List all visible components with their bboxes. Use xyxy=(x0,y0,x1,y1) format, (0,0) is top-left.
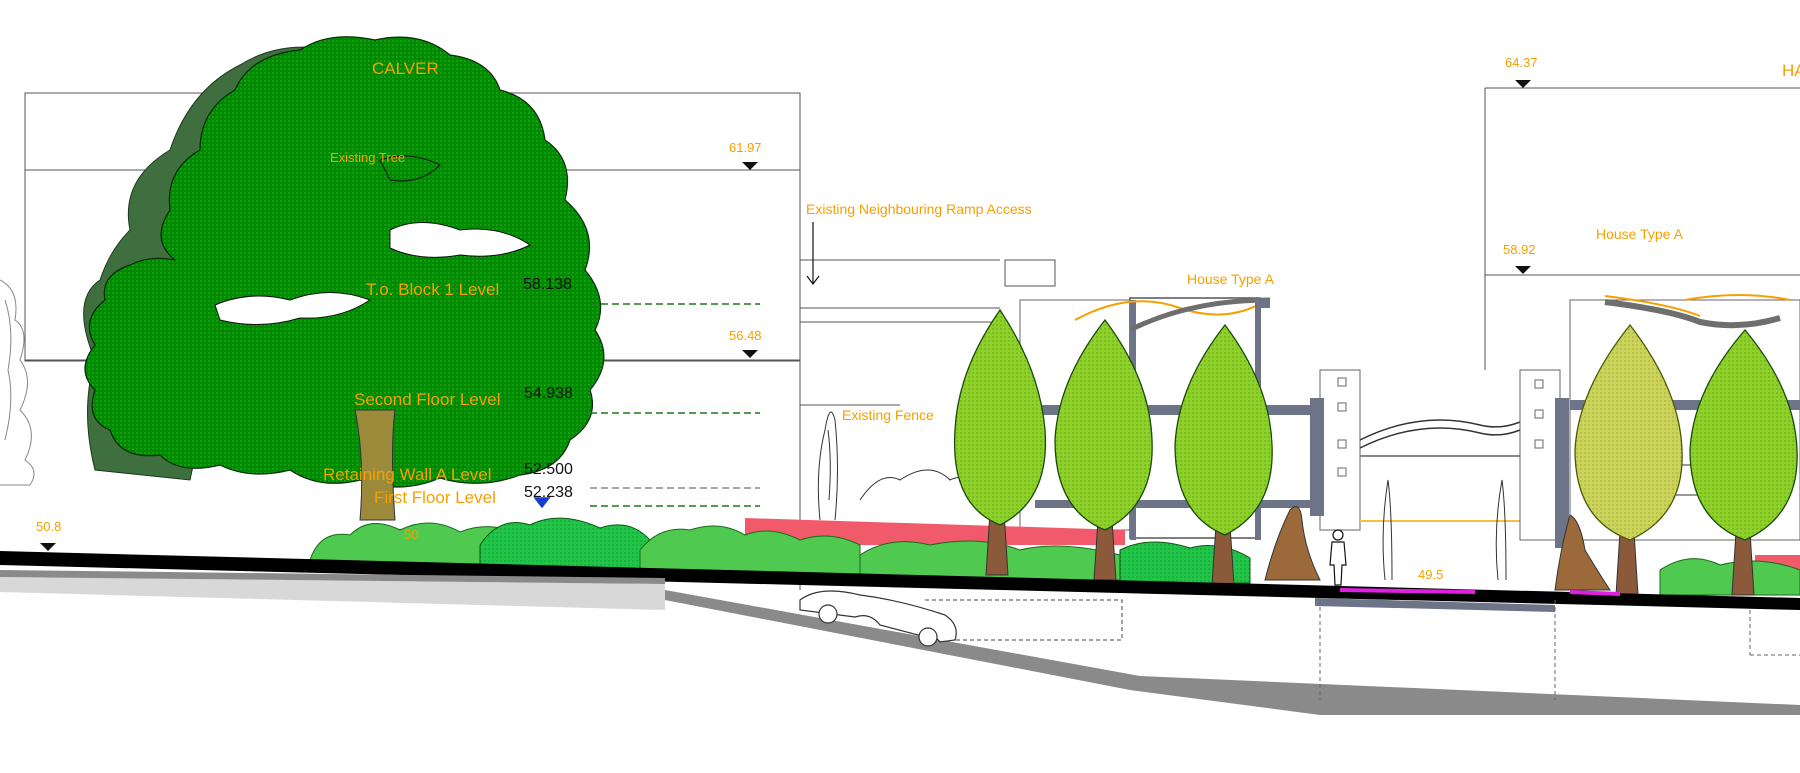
ha-label: HA xyxy=(1782,61,1800,80)
second-floor-value: 54.938 xyxy=(524,385,573,402)
brown-sculptures xyxy=(1264,506,1611,591)
poplar-trees xyxy=(953,308,1798,596)
ground-level-mid: 49.5 xyxy=(1418,567,1444,582)
level-lines xyxy=(533,303,760,509)
person-figure xyxy=(1329,529,1347,586)
block-level-value: 58.138 xyxy=(523,276,572,293)
tree-canopy xyxy=(84,36,605,488)
first-floor-label: First Floor Level xyxy=(374,488,496,507)
poplar-5 xyxy=(1689,328,1798,596)
tree-gap-2 xyxy=(214,292,372,325)
poplar-3 xyxy=(1174,323,1273,586)
car-on-ramp xyxy=(799,590,957,647)
house-type-a-label-2: House Type A xyxy=(1596,226,1683,242)
poplar-1 xyxy=(953,308,1047,576)
existing-tree xyxy=(83,36,605,521)
tree-gap-3 xyxy=(379,155,441,182)
level-56-48: 56.48 xyxy=(729,328,762,343)
ramp-access-arrow xyxy=(806,222,820,285)
tree-gap-1 xyxy=(389,222,531,258)
level-markers xyxy=(40,80,1531,551)
first-floor-value: 52.238 xyxy=(524,484,573,501)
poplar-2 xyxy=(1054,318,1153,581)
existing-tree-label: Existing Tree xyxy=(330,150,406,165)
ground-surface xyxy=(0,551,1800,715)
retaining-wall-value: 52.500 xyxy=(524,461,573,478)
existing-fence-label: Existing Fence xyxy=(842,407,934,423)
second-floor-label: Second Floor Level xyxy=(354,390,501,409)
poplar-4-pale xyxy=(1574,323,1683,596)
calver-label: CALVER xyxy=(372,59,439,78)
house-type-a-label-1: House Type A xyxy=(1187,271,1274,287)
level-58-92: 58.92 xyxy=(1503,242,1536,257)
level-64-37: 64.37 xyxy=(1505,55,1538,70)
level-61-97: 61.97 xyxy=(729,140,762,155)
cypress-sketches xyxy=(1382,479,1507,581)
outline-tree-left xyxy=(0,279,35,486)
right-building-outline xyxy=(1484,87,1800,370)
partial-level: 50 xyxy=(404,527,419,542)
tree-trunk xyxy=(354,409,396,521)
ramp-access-label: Existing Neighbouring Ramp Access xyxy=(806,201,1032,217)
house-type-a-left xyxy=(1019,297,1521,540)
retaining-wall-label: Retaining Wall A Level xyxy=(323,465,492,484)
block-level-label: T.o. Block 1 Level xyxy=(366,280,500,299)
ground-level-left: 50.8 xyxy=(36,519,62,534)
